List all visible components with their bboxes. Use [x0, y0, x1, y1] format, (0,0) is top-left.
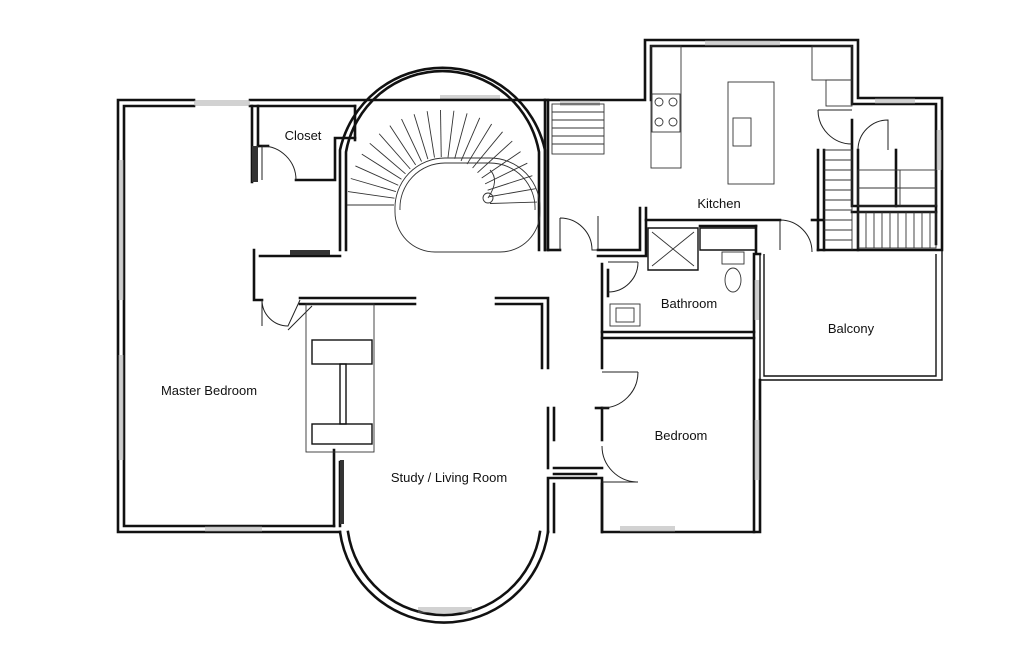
stair-tread	[426, 111, 435, 158]
stair-tread	[378, 133, 411, 170]
stair-tread	[440, 110, 442, 158]
stair-tread	[369, 142, 406, 175]
room-label-bathroom: Bathroom	[661, 296, 717, 311]
stair-tread	[389, 125, 417, 166]
room-label-closet: Closet	[285, 128, 322, 143]
stair-tread	[466, 123, 493, 165]
windows	[118, 40, 942, 613]
stair-tread	[487, 175, 533, 191]
stair-tread	[347, 191, 395, 199]
kitchen-fixtures	[609, 45, 853, 327]
room-label-study-living-room: Study / Living Room	[391, 470, 507, 485]
stair-tread	[472, 131, 503, 169]
stair-tread	[481, 151, 521, 179]
stair-tread	[401, 118, 422, 162]
stair-tread	[413, 114, 429, 160]
room-label-kitchen: Kitchen	[697, 196, 740, 211]
stair-tread	[454, 113, 468, 159]
stair-tread	[477, 140, 513, 174]
stair-tread	[447, 110, 455, 158]
hall-cabinetry	[252, 146, 375, 524]
stair-tread	[484, 162, 528, 185]
room-labels: Closet Kitchen Bathroom Balcony Master B…	[161, 128, 875, 485]
straight-stairs	[551, 103, 937, 250]
spiral-staircase	[347, 110, 541, 253]
room-label-master-bedroom: Master Bedroom	[161, 383, 257, 398]
exterior-walls	[116, 38, 944, 624]
stair-tread	[350, 178, 397, 193]
stair-tread	[489, 188, 536, 198]
room-label-bedroom: Bedroom	[655, 428, 708, 443]
stair-tread	[361, 153, 402, 180]
stair-tread	[489, 201, 537, 204]
stair-tread	[355, 165, 399, 186]
doors	[261, 109, 889, 483]
stair-tread	[460, 117, 481, 162]
room-label-balcony: Balcony	[828, 321, 875, 336]
interior-walls	[250, 66, 938, 534]
